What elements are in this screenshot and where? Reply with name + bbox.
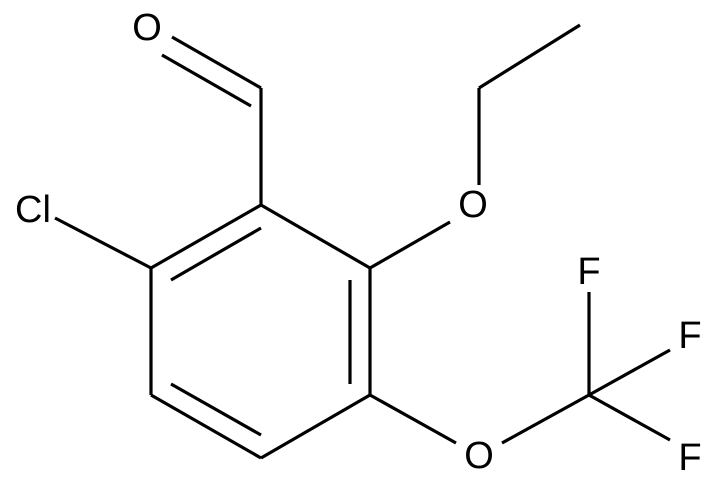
bond-c-f-right	[588, 348, 671, 397]
bond-c-f-bottom	[588, 393, 671, 442]
bond-ring-c1-c2	[260, 203, 371, 270]
atom-carbonyl-oxygen: O	[132, 7, 162, 49]
atom-ether-oxygen-ocf3: O	[464, 435, 494, 477]
atom-chlorine: Cl	[15, 189, 51, 231]
bond-ring-c6-c1-inner	[170, 226, 262, 282]
atom-fluorine-right: F	[678, 315, 701, 357]
bond-ring-c3-c4	[260, 393, 371, 460]
atom-fluorine-top: F	[577, 251, 600, 293]
bond-c-cl	[54, 216, 152, 270]
bond-ring-c6-c1	[150, 203, 262, 270]
atom-fluorine-bottom: F	[678, 437, 701, 479]
bond-o-cf3	[501, 393, 590, 445]
bond-aldehyde-co-2	[161, 53, 252, 108]
bond-ch2-ch3	[478, 23, 581, 90]
bond-aldehyde-co-1	[171, 35, 262, 90]
bond-c-o-ocf3	[369, 393, 457, 445]
atom-ether-oxygen-ethoxy: O	[458, 184, 488, 226]
bond-c-o-ethoxy	[369, 220, 451, 270]
bond-ring-c4-c5-inner	[170, 382, 262, 437]
bond-ring-c4-c5	[150, 393, 262, 460]
